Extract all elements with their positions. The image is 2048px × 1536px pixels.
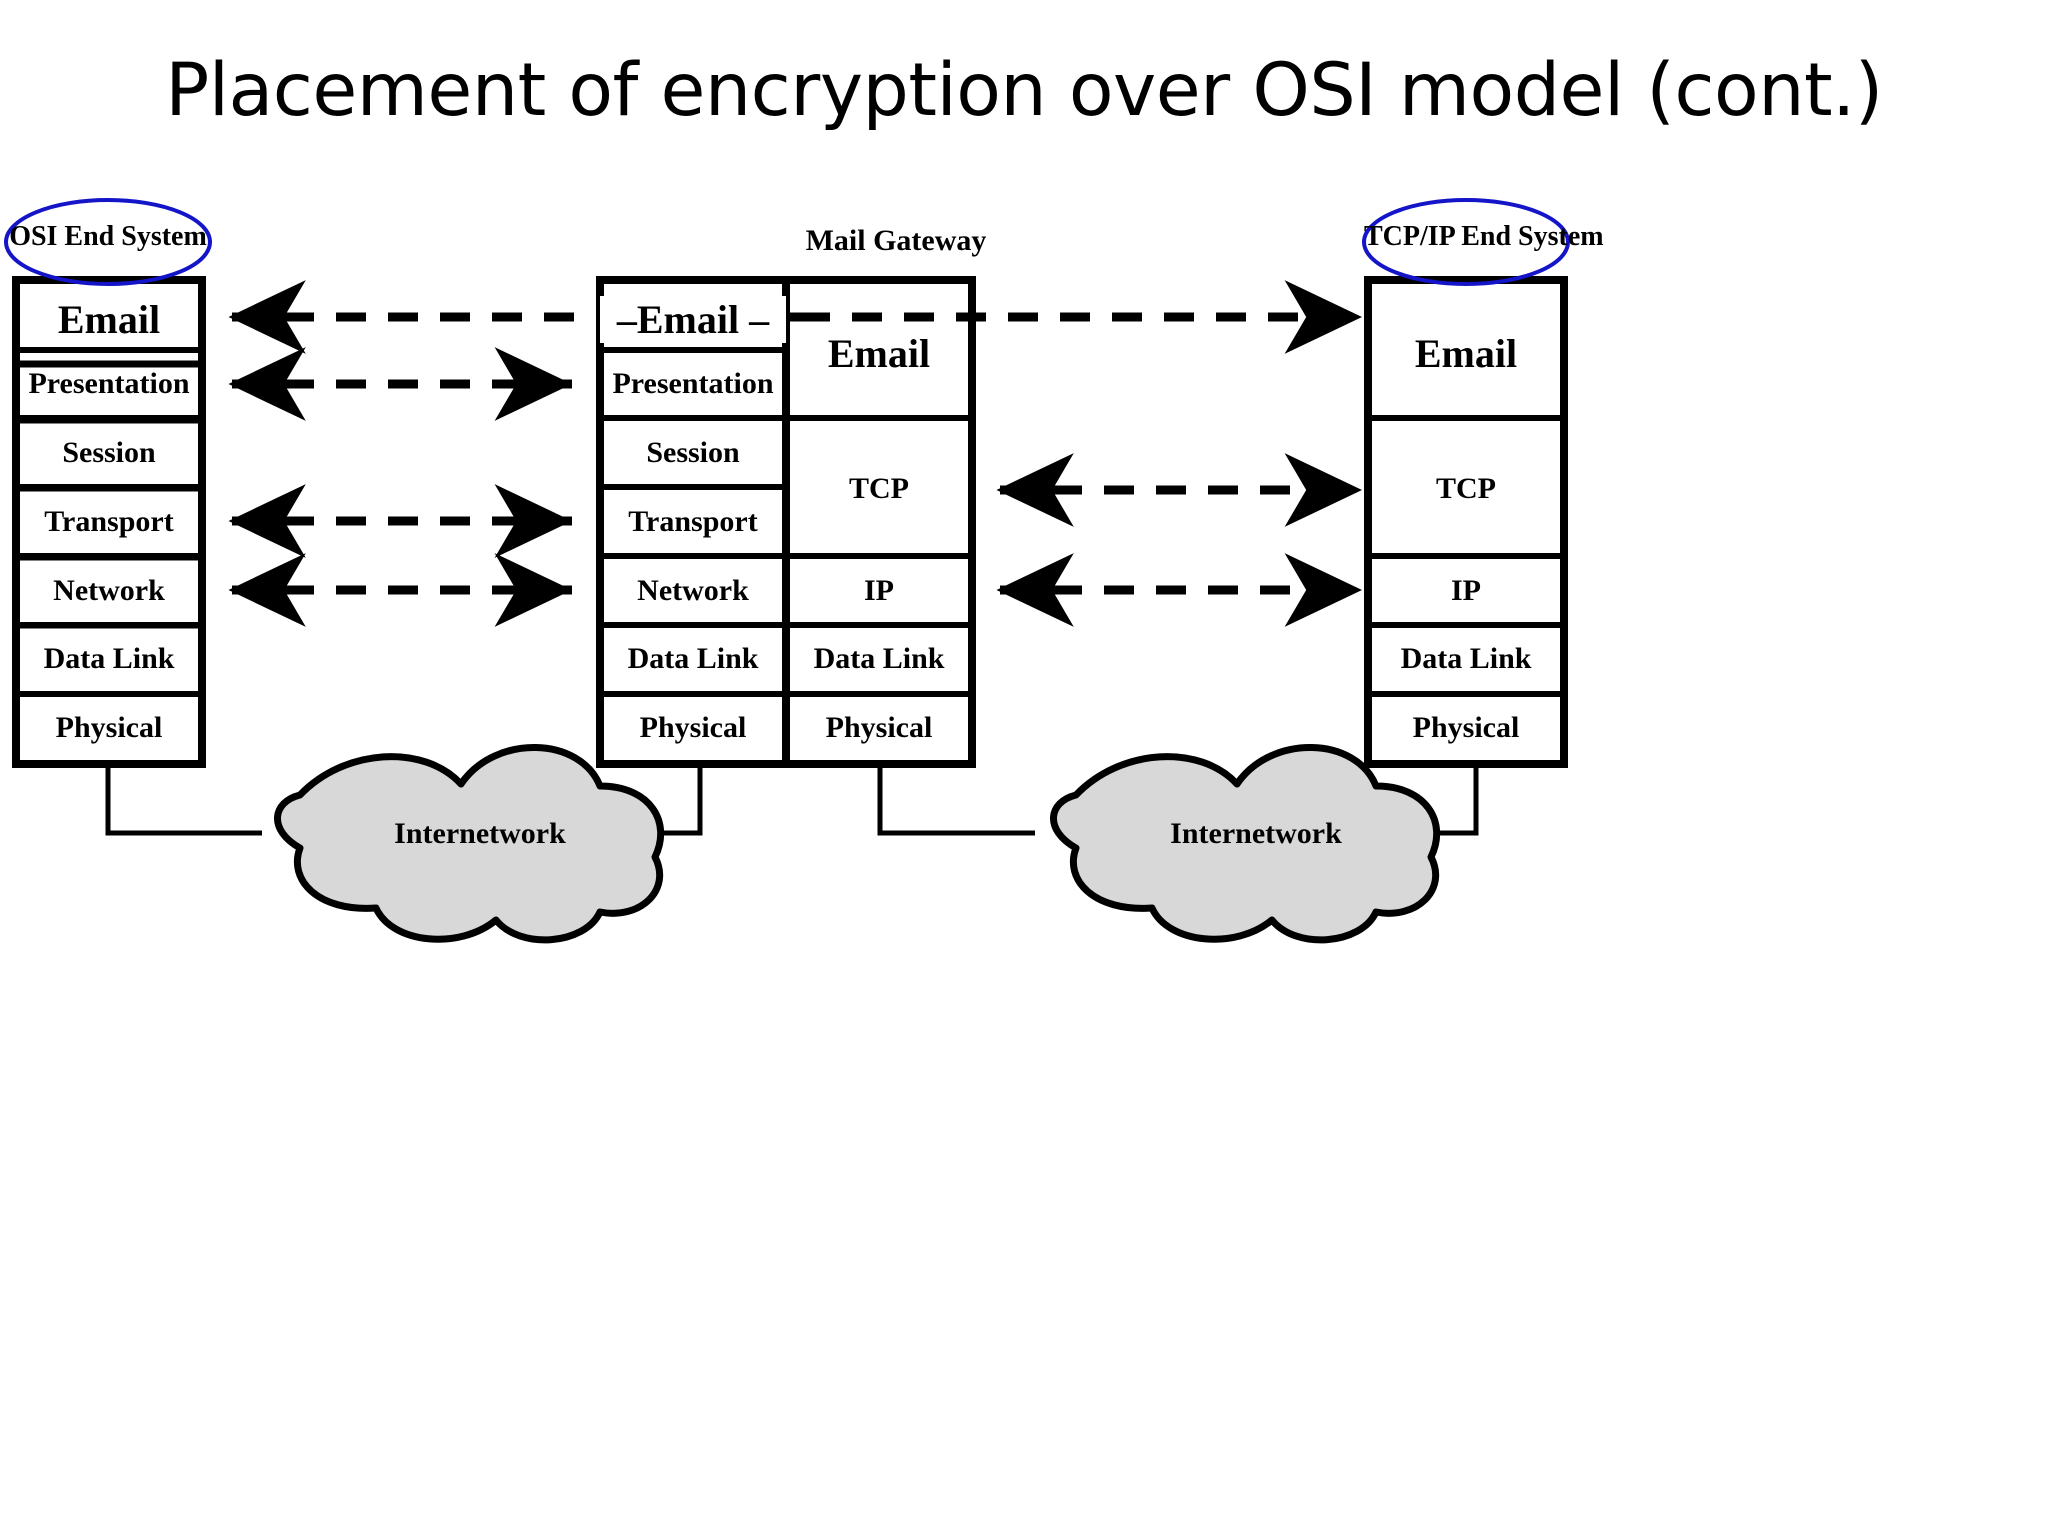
right-stack-box (1364, 276, 1568, 768)
cloud-internetwork-left (274, 744, 665, 944)
page-title: Placement of encryption over OSI model (… (165, 48, 1883, 133)
gateway-tcpip-column (782, 276, 976, 768)
gateway-osi-column (596, 276, 790, 768)
left-system-ellipse (4, 198, 212, 286)
cloud-internetwork-right (1050, 744, 1441, 944)
physical-connector-left (105, 764, 262, 836)
physical-connector-gateway-right (877, 764, 1035, 836)
right-system-ellipse (1362, 198, 1570, 286)
